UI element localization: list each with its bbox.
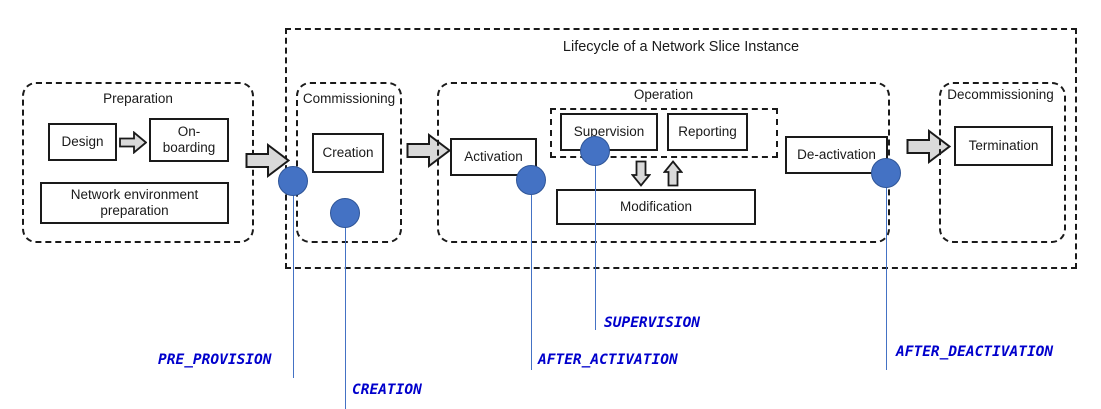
- lifecycle-title: Lifecycle of a Network Slice Instance: [562, 39, 800, 55]
- arrow-preparation-to-commissioning: [245, 143, 290, 178]
- box-deactivation[interactable]: De-activation: [785, 136, 888, 174]
- box-activation[interactable]: Activation: [450, 138, 537, 176]
- box-supervision[interactable]: Supervision: [560, 113, 658, 151]
- hook-label-after-deactivation: AFTER_DEACTIVATION: [896, 344, 1054, 360]
- hook-label-after-activation: AFTER_ACTIVATION: [538, 352, 678, 368]
- arrow-down-to-modification: [631, 160, 651, 187]
- group-operation-title: Operation: [633, 87, 694, 102]
- connector-line-supervision: [594, 166, 596, 330]
- hook-dot-creation[interactable]: [330, 198, 360, 228]
- box-design[interactable]: Design: [48, 123, 117, 161]
- connector-line-after-activation: [530, 195, 532, 370]
- arrow-up-from-modification: [663, 160, 683, 187]
- box-creation[interactable]: Creation: [312, 133, 384, 173]
- group-preparation-title: Preparation: [103, 91, 173, 106]
- hook-dot-pre-provision[interactable]: [278, 166, 308, 196]
- hook-dot-after-deactivation[interactable]: [871, 158, 901, 188]
- box-reporting[interactable]: Reporting: [667, 113, 748, 151]
- arrow-commissioning-to-operation: [406, 133, 451, 168]
- group-commissioning: [296, 82, 402, 243]
- group-decommissioning: [939, 82, 1066, 243]
- connector-line-after-deactivation: [885, 188, 887, 370]
- hook-label-supervision: SUPERVISION: [604, 315, 701, 331]
- group-decommissioning-title: Decommissioning: [947, 87, 1054, 102]
- box-modification[interactable]: Modification: [556, 189, 756, 225]
- group-commissioning-title: Commissioning: [302, 91, 396, 106]
- connector-line-creation: [344, 212, 346, 409]
- hook-label-pre-provision: PRE_PROVISION: [158, 352, 272, 368]
- connector-line-pre-provision: [292, 180, 294, 378]
- box-onboarding[interactable]: On-boarding: [149, 118, 229, 162]
- lifecycle-outer-container: [285, 28, 1077, 269]
- box-termination[interactable]: Termination: [954, 126, 1053, 166]
- hook-label-creation: CREATION: [352, 382, 422, 398]
- arrow-design-to-onboarding: [119, 131, 147, 154]
- group-monitoring: [550, 108, 778, 158]
- hook-dot-supervision[interactable]: [580, 136, 610, 166]
- box-network-environment-preparation[interactable]: Network environment preparation: [40, 182, 229, 224]
- hook-dot-after-activation[interactable]: [516, 165, 546, 195]
